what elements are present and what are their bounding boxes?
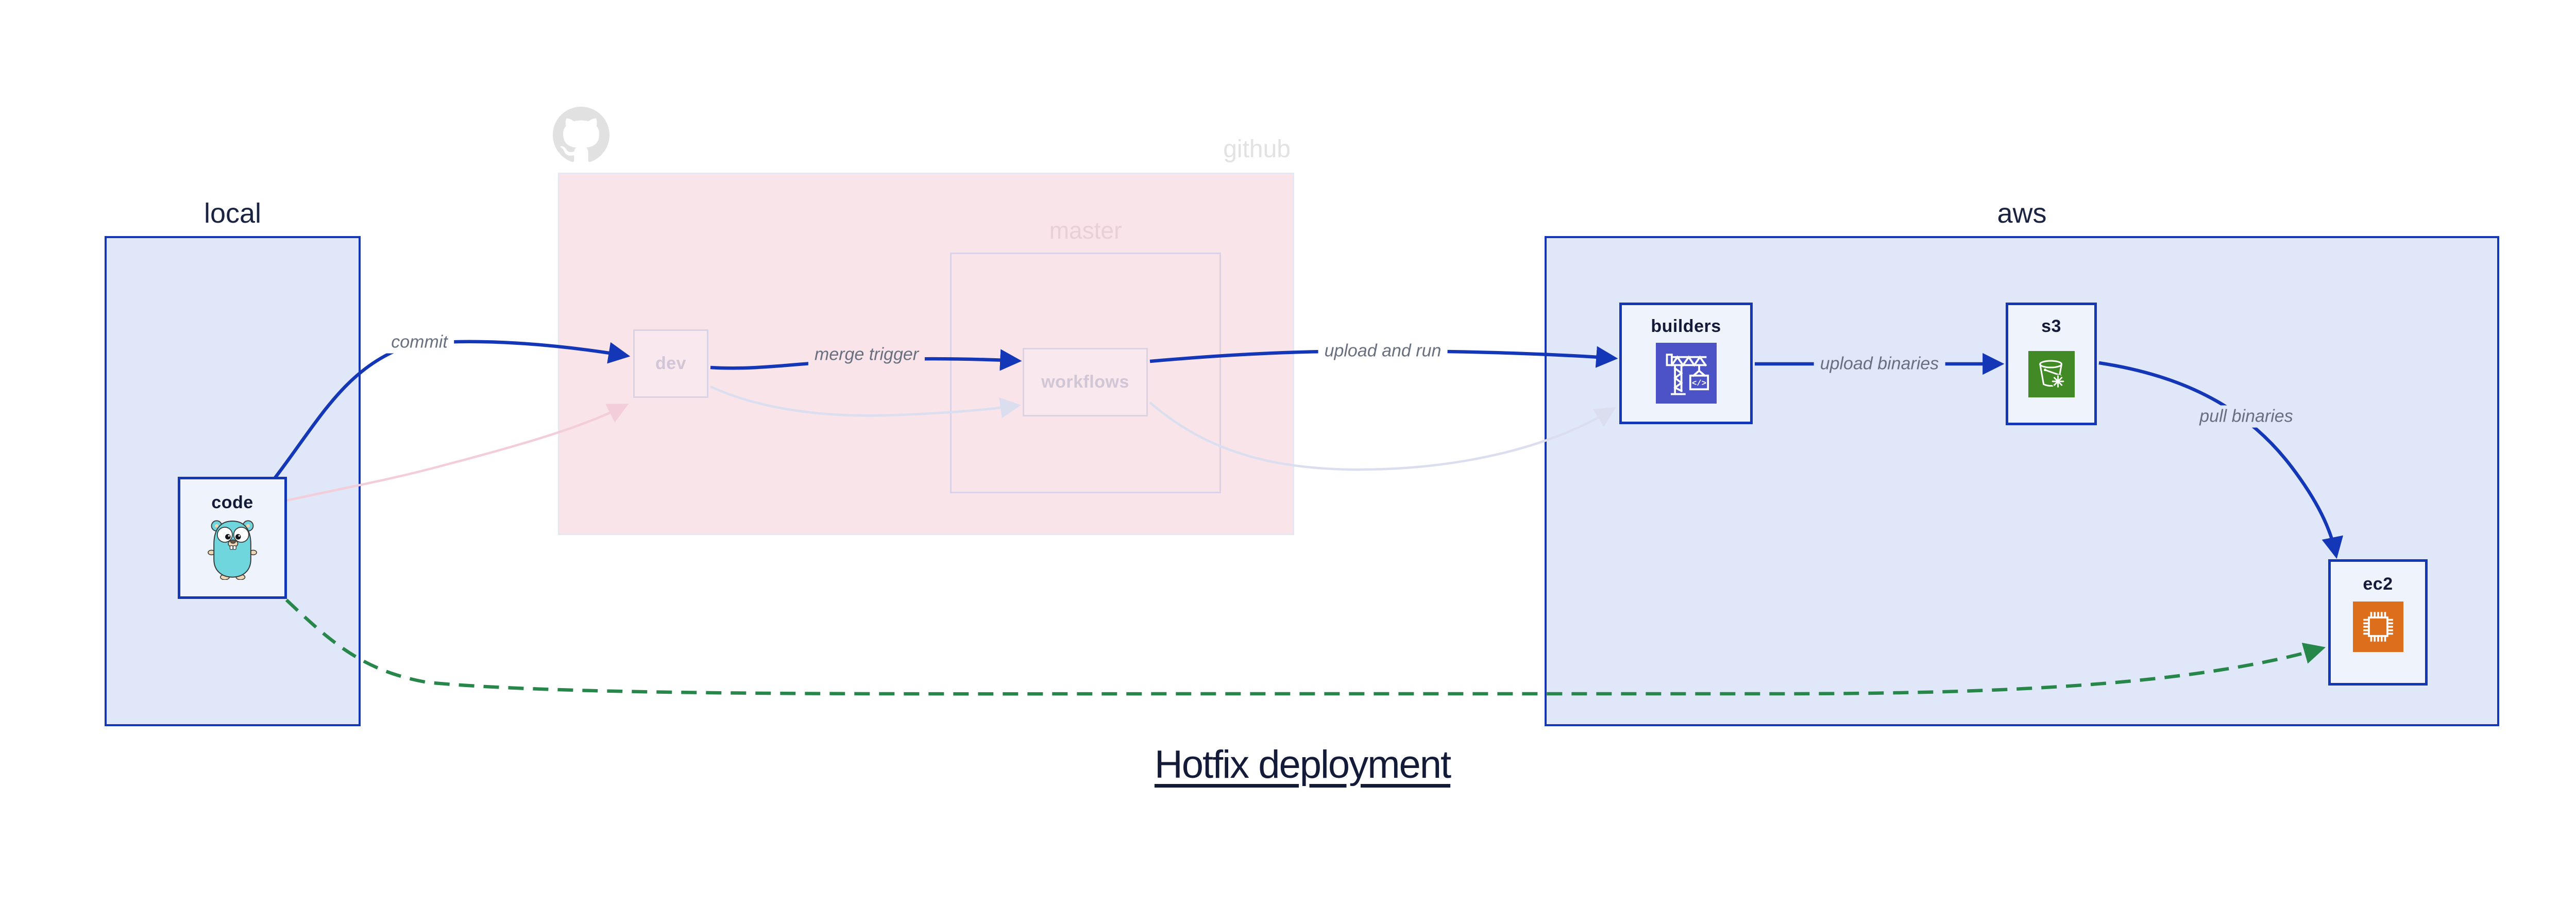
node-dev: dev [633, 329, 708, 398]
edge-faded-code-to-dev [284, 404, 629, 503]
zone-master-label: master [1049, 217, 1122, 244]
node-s3: s3 [2006, 303, 2097, 425]
node-workflows: workflows [1023, 348, 1148, 416]
node-code-label: code [211, 493, 253, 512]
node-ec2-label: ec2 [2363, 574, 2393, 594]
zone-aws-label: aws [1997, 198, 2047, 229]
go-gopher-icon [208, 520, 257, 580]
edge-pull-binaries-path [2098, 361, 2344, 559]
codebuild-crane-icon: </> [1666, 354, 1709, 395]
node-dev-label: dev [655, 354, 687, 373]
edge-commit-path [272, 340, 631, 481]
edge-upload-and-run-label: upload and run [1318, 340, 1448, 362]
node-s3-label: s3 [2041, 316, 2061, 336]
node-ec2: ec2 [2328, 559, 2428, 686]
ec2-chip-icon [2363, 612, 2393, 642]
edge-upload-binaries-label: upload binaries [1814, 353, 1945, 375]
node-code: code [178, 477, 287, 599]
node-builders-label: builders [1651, 316, 1721, 336]
edge-faded-workflows-to-builders [1149, 402, 1616, 471]
edge-commit-label: commit [385, 331, 454, 354]
zone-github-label: github [1223, 136, 1291, 163]
node-builders: builders </> [1619, 303, 1753, 424]
codebuild-code-glyph: </> [1691, 379, 1706, 388]
edge-hotfix-dashed-path [285, 598, 2326, 696]
edge-merge-trigger-label: merge trigger [808, 343, 925, 366]
s3-glacier-bucket-icon [2039, 360, 2065, 389]
page-title: Hotfix deployment [1154, 743, 1451, 787]
edge-faded-dev-to-workflows [710, 385, 1022, 419]
zone-local-label: local [204, 198, 262, 229]
edge-pull-binaries-label: pull binaries [2193, 405, 2299, 428]
node-workflows-label: workflows [1041, 372, 1129, 392]
github-octocat-icon [553, 107, 609, 162]
zone-master [950, 253, 1221, 493]
